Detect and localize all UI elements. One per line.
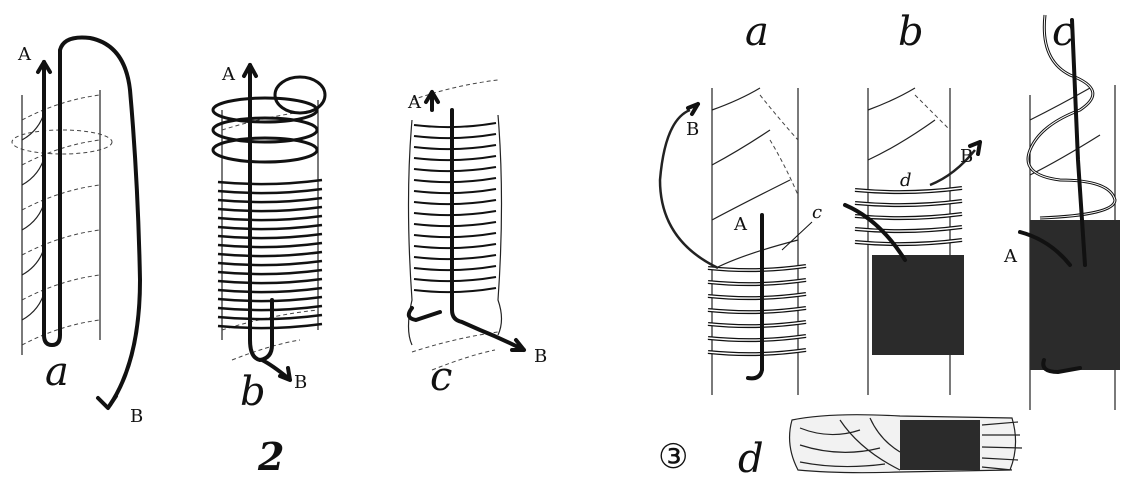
fig2-panel-a: A B a bbox=[12, 38, 143, 428]
whipping-turn bbox=[218, 198, 322, 202]
fig3a-pointer bbox=[782, 222, 812, 250]
fig2b-end-b-label: B bbox=[294, 372, 307, 393]
whipping-turn bbox=[414, 134, 496, 138]
fig2c-panel-label: c bbox=[430, 354, 452, 400]
fig2a-end-a-label: A bbox=[17, 44, 32, 65]
figure-2-number: 2 bbox=[257, 434, 284, 478]
fig2-panel-b: A B b bbox=[213, 64, 325, 415]
whipping-turn bbox=[218, 189, 322, 193]
figure-2: A B a A B b bbox=[12, 38, 547, 478]
whipping-turn bbox=[414, 167, 496, 171]
whipping-turn bbox=[218, 225, 322, 229]
fig2c-cord bbox=[409, 95, 520, 348]
fig2a-panel-label: a bbox=[45, 349, 69, 395]
fig3a-rope bbox=[712, 88, 798, 395]
whipping-turn bbox=[218, 216, 322, 220]
fig3b-panel-label: b bbox=[898, 9, 924, 55]
whipping-turn bbox=[414, 211, 496, 215]
whipping-turn bbox=[218, 279, 322, 283]
fig3-panel-a: A B c a bbox=[660, 9, 822, 395]
fig3b-part-d-label: d bbox=[900, 170, 912, 191]
whipping-turn bbox=[218, 207, 322, 211]
whipping-turn bbox=[414, 189, 496, 193]
whipping-turn bbox=[414, 178, 496, 182]
fig2c-end-b-label: B bbox=[534, 346, 547, 367]
fig3b-end-b-label: B bbox=[960, 146, 973, 167]
whipping-turn bbox=[414, 266, 496, 270]
whipping-turn bbox=[218, 180, 322, 184]
whipping-turn bbox=[414, 277, 496, 281]
fig3b-turns bbox=[855, 188, 962, 244]
whipping-turn bbox=[414, 255, 496, 259]
fig2b-loose-turns bbox=[213, 77, 325, 162]
fig3c-end-a-label: A bbox=[1003, 246, 1018, 267]
fig2a-end-b-label: B bbox=[130, 406, 143, 427]
whipping-turn bbox=[414, 233, 496, 237]
whipping-turn bbox=[414, 145, 496, 149]
fig3d-whipping-dark bbox=[900, 420, 980, 470]
whipping-turn bbox=[218, 252, 322, 256]
fig2b-panel-label: b bbox=[240, 369, 266, 415]
whipping-turn bbox=[218, 243, 322, 247]
fig3d-panel-label: d bbox=[738, 436, 764, 478]
fig3a-end-a-label: A bbox=[733, 214, 748, 235]
whipping-turn bbox=[414, 123, 496, 127]
figure-3-number: ③ bbox=[658, 437, 688, 477]
whipping-turn bbox=[414, 156, 496, 160]
fig3a-arrow-b bbox=[688, 104, 698, 114]
figure-3: A B c a B d b bbox=[658, 9, 1120, 478]
fig3a-panel-label: a bbox=[745, 9, 769, 55]
fig3-panel-d: d bbox=[738, 415, 1022, 478]
fig3b-whipping-dark bbox=[872, 255, 964, 355]
whipping-turn bbox=[414, 288, 496, 292]
whipping-turn bbox=[218, 288, 322, 292]
fig2b-end-a-label: A bbox=[221, 64, 236, 85]
whipping-turn bbox=[218, 234, 322, 238]
fig3-panel-b: B d b bbox=[845, 9, 980, 395]
fig2c-whipping-turns bbox=[414, 123, 496, 292]
whipping-turn bbox=[414, 244, 496, 248]
fig2-panel-c: A B c bbox=[407, 80, 547, 400]
fig3a-part-c-label: c bbox=[812, 202, 822, 223]
whipping-turn bbox=[218, 270, 322, 274]
fig3a-end-b-label: B bbox=[686, 119, 699, 140]
fig2a-arrow-b bbox=[98, 396, 116, 408]
fig2b-cord bbox=[250, 65, 288, 378]
fig3a-turns bbox=[708, 266, 806, 354]
fig2c-end-a-label: A bbox=[407, 92, 422, 113]
fig3c-panel-label: c bbox=[1052, 9, 1074, 55]
whipping-turn bbox=[414, 200, 496, 204]
whipping-turn bbox=[218, 261, 322, 265]
fig3-panel-c: A c bbox=[1003, 9, 1120, 410]
whipping-turn bbox=[414, 222, 496, 226]
